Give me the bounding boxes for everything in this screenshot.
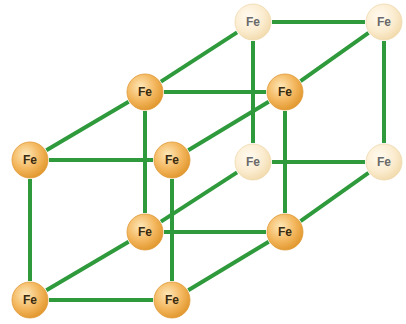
bond-line: [188, 242, 268, 290]
bond-line: [188, 102, 268, 150]
bond-line: [251, 41, 255, 143]
element-symbol: Fe: [23, 153, 37, 167]
iron-atom: Fe: [266, 213, 304, 251]
element-symbol: Fe: [278, 225, 292, 239]
iron-atom: Fe: [153, 141, 191, 179]
element-symbol: Fe: [165, 153, 179, 167]
element-symbol: Fe: [246, 15, 260, 29]
bond-line: [272, 20, 365, 24]
bond-line: [161, 172, 237, 221]
bond-line: [272, 160, 365, 164]
iron-atom: Fe: [365, 143, 403, 181]
iron-atom: Fe: [234, 3, 272, 41]
bond-line: [143, 111, 147, 213]
element-symbol: Fe: [23, 293, 37, 307]
bond-line: [49, 158, 153, 162]
bond-line: [164, 90, 266, 94]
bond-line: [46, 242, 128, 291]
bond-line: [28, 179, 32, 281]
element-symbol: Fe: [246, 155, 260, 169]
element-symbol: Fe: [377, 155, 391, 169]
iron-atom: Fe: [11, 141, 49, 179]
bond-line: [382, 41, 386, 143]
bond-line: [161, 32, 237, 81]
iron-atom: Fe: [365, 3, 403, 41]
element-symbol: Fe: [165, 293, 179, 307]
bond-line: [49, 298, 153, 302]
iron-atom: Fe: [11, 281, 49, 319]
iron-atom: Fe: [126, 73, 164, 111]
bond-line: [301, 173, 369, 221]
iron-atom: Fe: [153, 281, 191, 319]
bond-line: [164, 230, 266, 234]
iron-atom: Fe: [234, 143, 272, 181]
element-symbol: Fe: [138, 85, 152, 99]
iron-atom: Fe: [126, 213, 164, 251]
element-symbol: Fe: [377, 15, 391, 29]
bond-line: [301, 33, 369, 81]
element-symbol: Fe: [138, 225, 152, 239]
element-symbol: Fe: [278, 85, 292, 99]
iron-atom: Fe: [266, 73, 304, 111]
bond-line: [46, 102, 128, 151]
